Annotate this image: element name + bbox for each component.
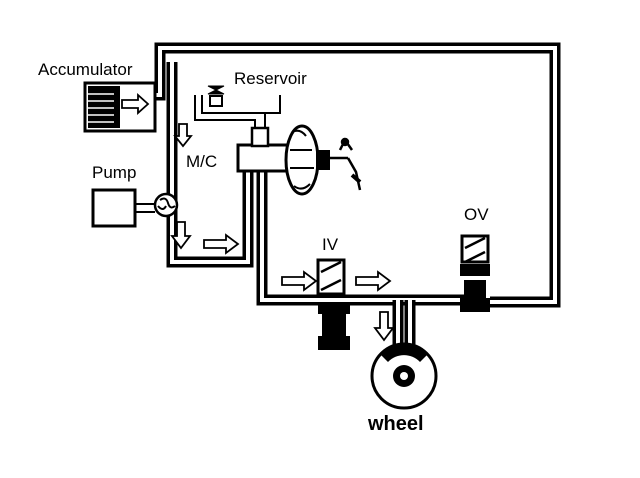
flow-arrow-right-upper xyxy=(203,233,240,255)
accumulator-label: Accumulator xyxy=(38,60,133,79)
flow-arrow-down-left xyxy=(173,123,193,148)
reservoir-valve-icon xyxy=(207,85,225,107)
flow-arrow-accumulator xyxy=(121,92,150,116)
brake-pedal-icon xyxy=(330,137,362,191)
iv-valve xyxy=(316,258,350,350)
reservoir-label: Reservoir xyxy=(234,69,307,88)
brake-booster xyxy=(284,124,330,196)
iv-label: IV xyxy=(322,235,339,254)
ov-valve xyxy=(460,234,490,312)
ov-label: OV xyxy=(464,205,489,224)
pump-return-pipe xyxy=(166,62,254,268)
master-cylinder xyxy=(236,126,292,173)
master-cylinder-label: M/C xyxy=(186,152,217,171)
wheel-label: wheel xyxy=(367,413,424,435)
flow-arrow-right-iv-out xyxy=(355,270,392,292)
pump-label: Pump xyxy=(92,163,136,182)
flow-arrow-right-iv-in xyxy=(281,270,318,292)
wheel xyxy=(370,342,438,410)
flow-arrow-down-wheel xyxy=(373,311,395,342)
flow-arrow-down-pump xyxy=(170,221,192,250)
pump xyxy=(91,188,179,228)
outer-pipe-loop xyxy=(154,42,561,308)
accumulator xyxy=(83,81,157,133)
